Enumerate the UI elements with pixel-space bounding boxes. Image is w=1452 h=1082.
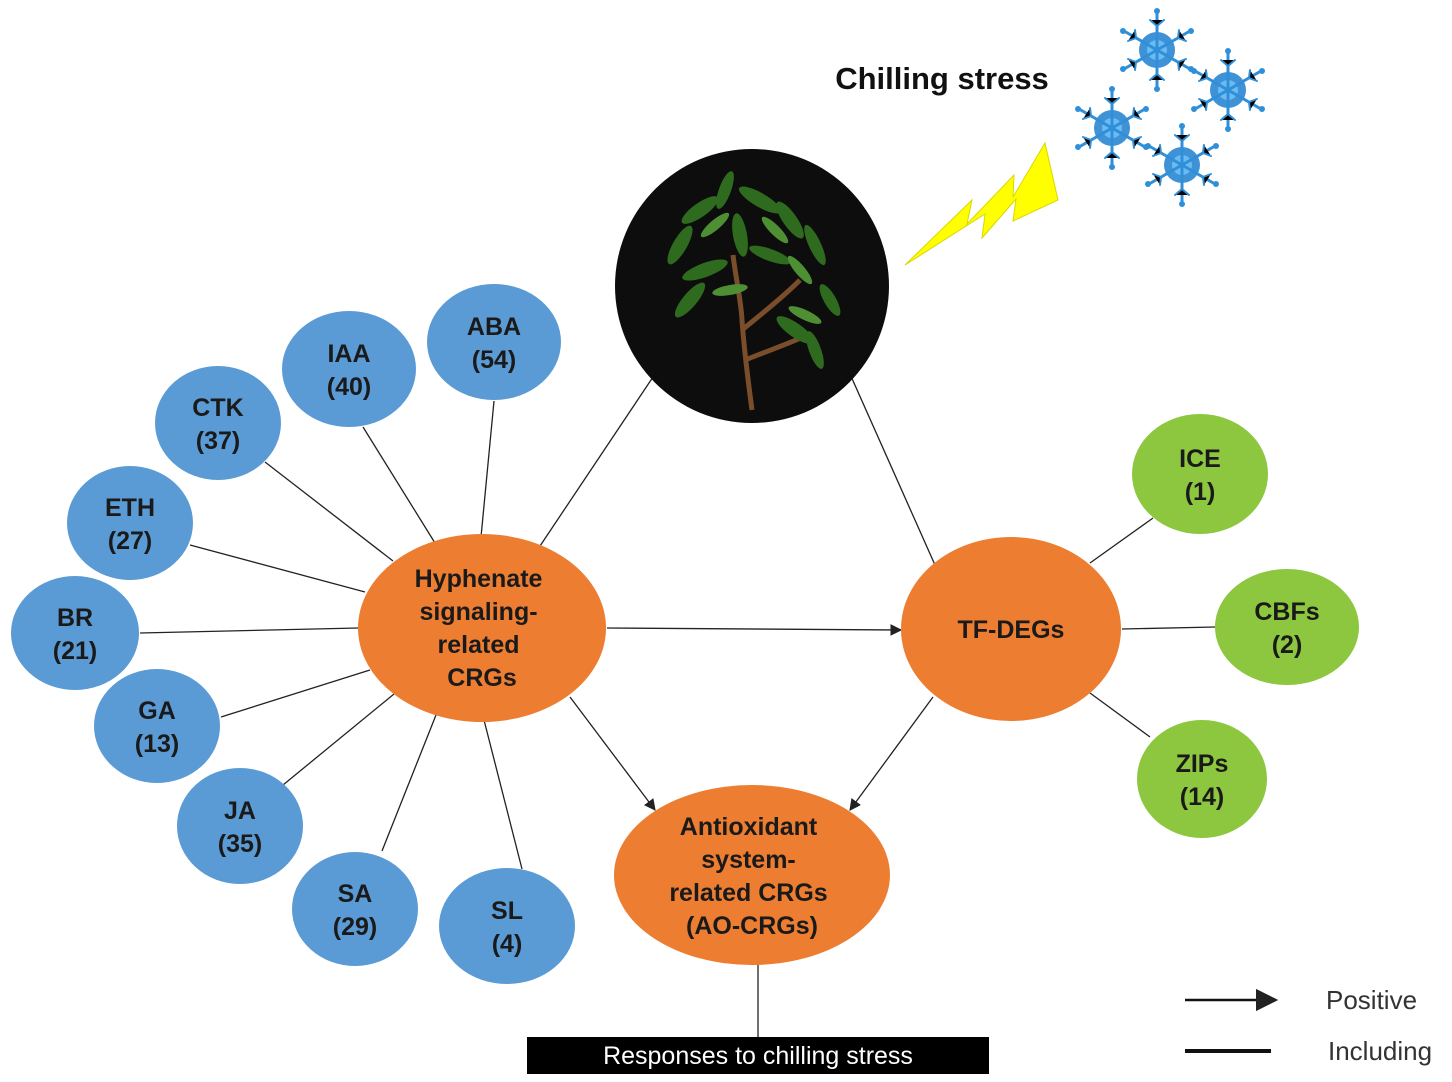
plant-photo [615, 149, 889, 423]
hormone-node-sl: SL(4) [439, 868, 575, 984]
svg-text:SL(4): SL(4) [491, 897, 523, 958]
hormone-node-sa: SA(29) [292, 852, 418, 966]
tf-node-zips: ZIPs(14) [1137, 720, 1267, 838]
edge-hub-ga [220, 669, 371, 718]
hormone-node-eth: ETH(27) [67, 466, 193, 580]
tf-node-cbfs: CBFs(2) [1215, 569, 1359, 685]
svg-text:ICE(1): ICE(1) [1179, 445, 1221, 506]
svg-text:Hyphenate signaling-: Hyphenate signaling- related CRGs [415, 565, 550, 692]
edge-hub-sa [381, 714, 437, 852]
chilling-stress-title: Chilling stress [835, 61, 1049, 96]
svg-text:CBFs(2): CBFs(2) [1254, 598, 1319, 659]
hub-hormone-signaling: Hyphenate signaling- related CRGs [358, 534, 606, 722]
svg-text:Responses to chilling stress: Responses to chilling stress [603, 1042, 913, 1070]
svg-text:TF-DEGs: TF-DEGs [958, 616, 1065, 644]
edge-tf-cbfs [1121, 626, 1216, 630]
arrow-hub-tf [606, 624, 903, 636]
hormone-node-br: BR(21) [11, 576, 139, 690]
hormone-node-ga: GA(13) [94, 669, 220, 783]
hub-tf-degs: TF-DEGs [901, 537, 1121, 721]
edge-hub-sl [483, 719, 523, 870]
lightning-bolt-icon [904, 141, 1059, 266]
svg-text:CTK(37): CTK(37) [192, 394, 243, 455]
svg-text:GA(13): GA(13) [135, 697, 179, 758]
svg-text:ZIPs(14): ZIPs(14) [1176, 750, 1229, 811]
svg-text:Antioxidant system-: Antioxidant system- related CRGs (AO-CRG… [669, 813, 834, 940]
svg-text:IAA(40): IAA(40) [327, 340, 371, 401]
svg-text:BR(21): BR(21) [53, 604, 97, 665]
arrow-tf-ao [849, 696, 934, 811]
snowflake-icon [1143, 121, 1221, 209]
hormone-node-aba: ABA(54) [427, 284, 561, 400]
edge-hub-iaa [362, 426, 436, 544]
legend-positive-label: Positive [1326, 985, 1417, 1015]
edge-tf-ice [1089, 517, 1154, 564]
edge-plant-tf [849, 373, 936, 566]
edge-hub-ctk [264, 461, 394, 562]
legend-including-label: Including [1328, 1036, 1432, 1066]
svg-text:ETH(27): ETH(27) [105, 494, 155, 555]
hormone-node-ja: JA(35) [177, 768, 303, 884]
snowflake-icon [1073, 84, 1151, 172]
legend: Positive Including [1185, 985, 1432, 1066]
arrow-hub-ao [569, 696, 656, 811]
svg-text:JA(35): JA(35) [218, 797, 262, 858]
hub-antioxidant: Antioxidant system- related CRGs (AO-CRG… [614, 785, 890, 965]
edge-hub-eth [189, 544, 366, 593]
svg-text:ABA(54): ABA(54) [467, 313, 521, 374]
tf-node-ice: ICE(1) [1132, 414, 1268, 534]
snowflake-icon [1118, 6, 1196, 94]
footer-responses-box: Responses to chilling stress [527, 1037, 989, 1074]
hormone-node-iaa: IAA(40) [282, 311, 416, 427]
hormone-node-ctk: CTK(37) [155, 366, 281, 480]
edge-tf-zips [1089, 692, 1151, 738]
edge-hub-ja [282, 693, 395, 786]
svg-text:SA(29): SA(29) [333, 880, 377, 941]
edge-hub-br [139, 627, 359, 634]
snowflake-icon [1189, 46, 1267, 134]
edge-hub-plant [539, 373, 656, 547]
edge-hub-aba [480, 400, 495, 538]
